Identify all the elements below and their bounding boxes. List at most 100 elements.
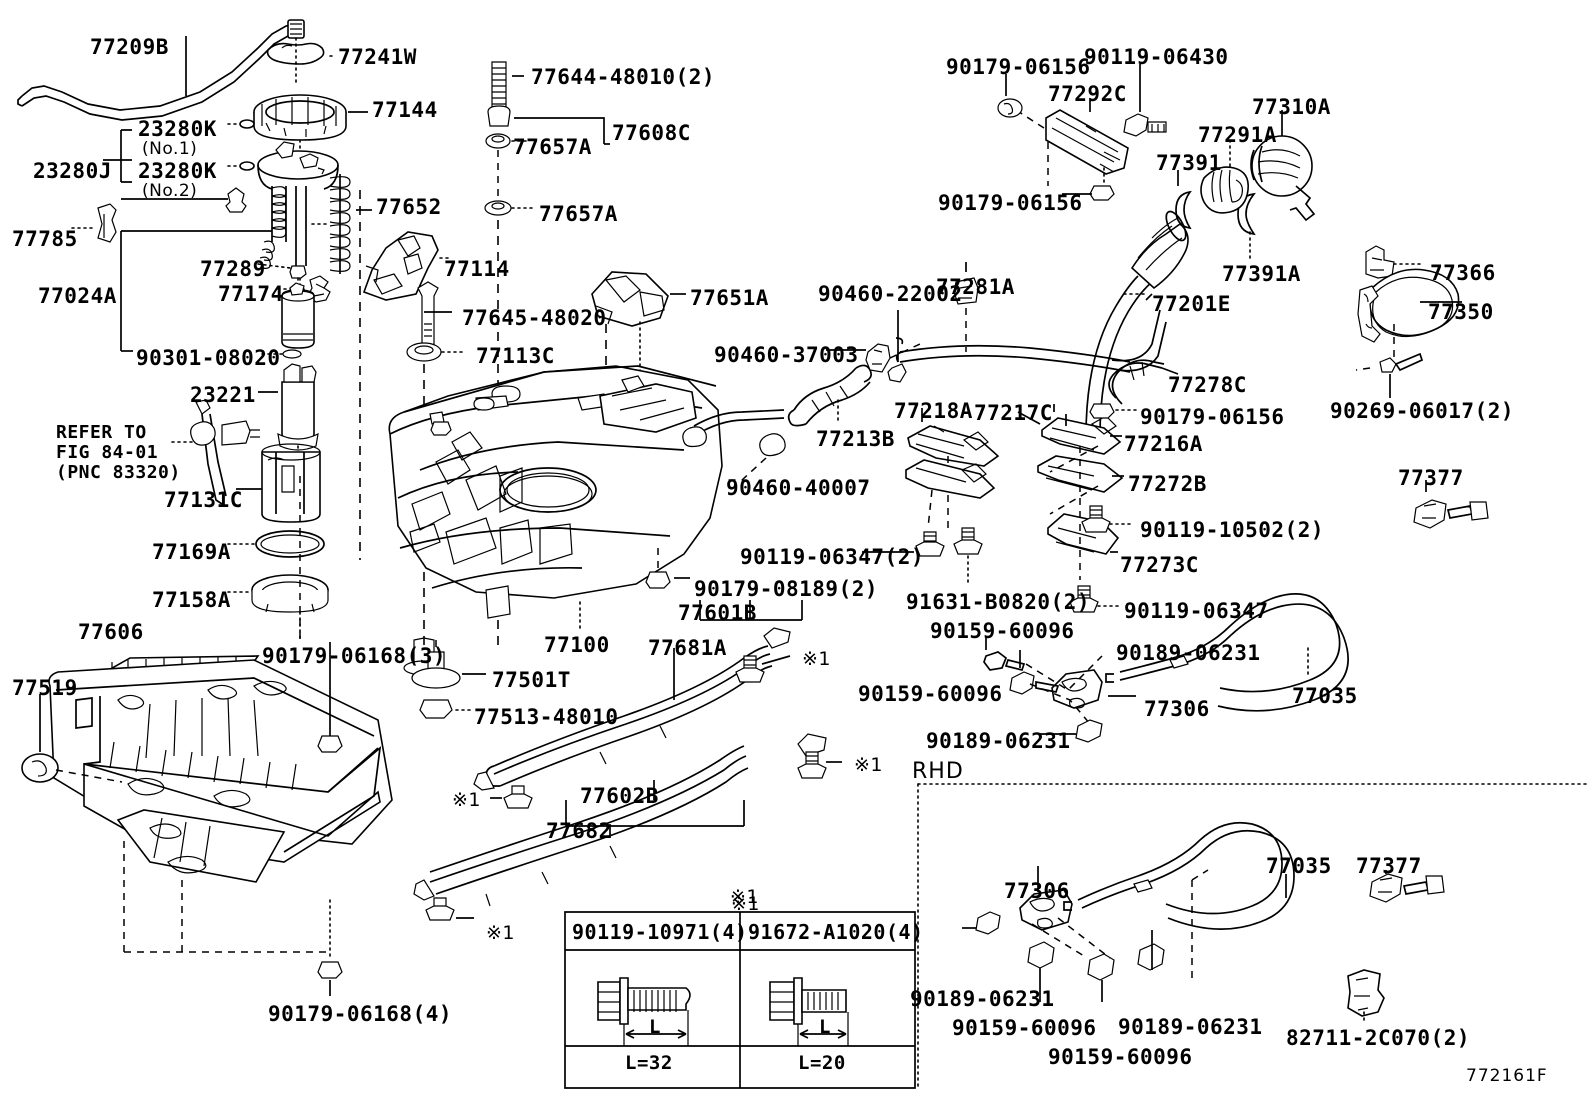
part-label-77216a: 77216A [1124,432,1203,456]
part-label-90301-08020: 90301-08020 [136,346,281,370]
part-77291a-retainer [1201,140,1248,213]
bolts-right [1070,506,1134,612]
part-77201e-filler-neck [1086,209,1190,436]
part-77144-ring [254,95,368,160]
bolt-table-marker: ※1 [730,886,760,908]
part-77100-fuel-tank [389,366,784,628]
part-label-77209b: 77209B [90,35,169,59]
bolt-table-col1-part: 90119-10971(4) [572,920,748,944]
part-label-77651a: 77651A [690,286,769,310]
part-label-91631-b0820-2: 91631-B0820(2) [906,590,1091,614]
part-label-77652: 77652 [376,195,442,219]
part-label-77513-48010: 77513-48010 [474,705,619,729]
part-77158a-retainer [228,575,328,640]
part-90179-06156-mid [1090,404,1136,418]
part-label-77292c: 77292C [1048,82,1127,106]
part-90119-06430-bolt [1124,64,1166,136]
part-90269-06017-screw [1356,354,1422,398]
part-77645-48020-bolt [407,282,466,650]
part-label-77682: 77682 [546,819,612,843]
part-label-77035: 77035 [1292,684,1358,708]
part-label-77218a: 77218A [894,399,973,423]
part-label-77608c: 77608C [612,121,691,145]
part-label-90179-06156: 90179-06156 [1140,405,1285,429]
part-label-77645-48020: 77645-48020 [462,306,607,330]
part-label-77100: 77100 [544,633,610,657]
part-label-77310a: 77310A [1252,95,1331,119]
part-label-90159-60096: 90159-60096 [930,619,1075,643]
part-90460-37003-clamp [826,344,920,372]
part-label-77217c: 77217C [974,401,1053,425]
part-label-90179-06156: 90179-06156 [938,191,1083,215]
part-label-77377: 77377 [1398,466,1464,490]
part-label-90159-60096: 90159-60096 [858,682,1003,706]
bolt-table-col1-length: L=32 [625,1052,673,1074]
part-label-rhd: RHD [912,759,964,784]
part-77519-grommet [22,694,58,782]
part-label-77306: 77306 [1004,879,1070,903]
footnote-marker: ※1 [731,893,761,915]
part-label-90179-08189-2: 90179-08189(2) [694,577,879,601]
part-90179-06156-upper [998,74,1022,117]
part-label-77501t: 77501T [492,668,571,692]
part-label-90460-40007: 90460-40007 [726,476,871,500]
part-fuel-filter-body [282,283,314,348]
part-label-77278c: 77278C [1168,373,1247,397]
part-90119-06347-bolt-left [862,532,944,556]
part-23280k-gaskets [103,120,254,182]
part-label-77289: 77289 [200,257,266,281]
footnote-marker: ※1 [452,789,482,811]
part-label-77366: 77366 [1430,261,1496,285]
part-label-90179-06156: 90179-06156 [946,55,1091,79]
part-77213b-hose [789,365,871,425]
part-77310a-fuel-cap [1251,110,1314,220]
part-23221-pump [258,364,318,456]
part-label-77602b: 77602B [580,784,659,808]
part-label-90189-06231: 90189-06231 [1116,641,1261,665]
bolt-table-col2-dim: L [819,1016,831,1038]
part-77217c-brackets [1018,404,1124,580]
part-77114-bracket [364,232,452,300]
part-label-77201e: 77201E [1152,292,1231,316]
part-label-90460-37003: 90460-37003 [714,343,859,367]
part-label-77657a: 77657A [513,135,592,159]
bolt-table-col2-part: 91672-A1020(4) [748,920,924,944]
part-label-refer-to: REFER TO [56,422,147,443]
part-label-90119-06347: 90119-06347 [1124,599,1269,623]
footnote-marker: ※1 [802,648,832,670]
part-77366-hinge [1366,246,1422,278]
bolt-spec-table [565,912,915,1088]
part-label-23221: 23221 [190,383,256,407]
part-90460-22002-clamp [888,310,906,382]
part-91631-b0820-bolt [954,528,982,586]
part-77292c-bracket [1016,98,1128,186]
part-label-90269-06017-2: 90269-06017(2) [1330,399,1515,423]
part-label-90189-06231: 90189-06231 [926,729,1071,753]
part-77281a-clip [954,262,978,352]
part-77606-protector [22,656,392,952]
part-90460-40007-clamp [724,434,785,480]
part-label-no-2: (No.2) [142,181,198,201]
part-label-77213b: 77213B [816,427,895,451]
part-label-77272b: 77272B [1128,472,1207,496]
part-label-fig-84-01: FIG 84-01 [56,442,159,463]
part-label-77391a: 77391A [1222,262,1301,286]
part-label-90119-06430: 90119-06430 [1084,45,1229,69]
part-fuel-gauge-arm [172,400,260,504]
part-label-77601b: 77601B [678,601,757,625]
part-label-772161f: 772161F [1466,1066,1548,1086]
part-label-90119-10502-2: 90119-10502(2) [1140,518,1325,542]
part-77241w-clip [268,38,333,82]
part-77350-fuel-lid [1358,269,1462,364]
part-label-77131c: 77131C [164,488,243,512]
part-label-77024a: 77024A [38,284,117,308]
part-label-77035: 77035 [1266,854,1332,878]
part-label-77169a: 77169A [152,540,231,564]
part-label-23280k: 23280K [138,117,217,141]
part-label-77606: 77606 [78,620,144,644]
part-90179-06156-lower [1062,186,1114,200]
part-label-77114: 77114 [444,257,510,281]
part-77218a-bracket [906,408,998,530]
rhd-section [918,784,1588,1090]
